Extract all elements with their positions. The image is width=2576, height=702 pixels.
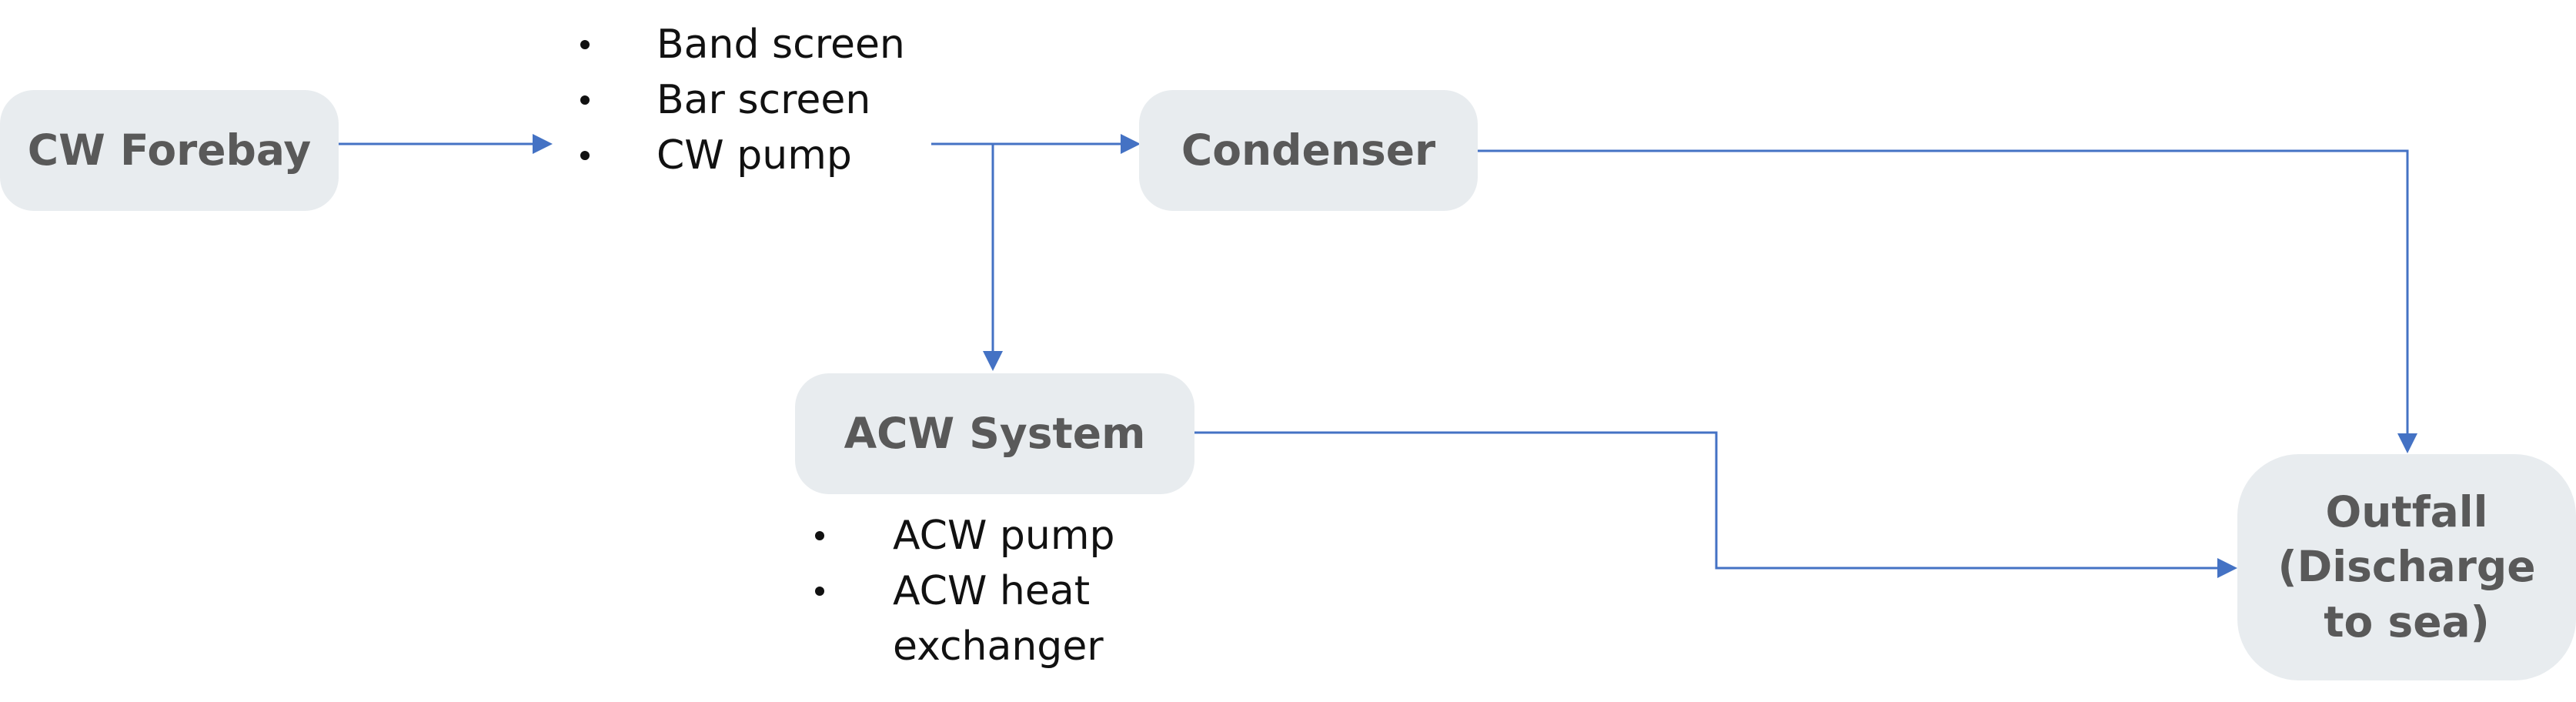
- arrowhead-acw-to-outfall: [2217, 558, 2237, 578]
- list-item-continuation: exchanger: [804, 619, 1128, 674]
- outfall-node: Outfall (Discharge to sea): [2237, 454, 2576, 680]
- arrowhead-screens-to-condenser: [1121, 134, 1141, 154]
- list-item: ACW pump: [804, 508, 1128, 563]
- bullet-dot: [815, 531, 824, 540]
- condenser-label: Condenser: [1181, 125, 1436, 176]
- outfall-label: Outfall (Discharge to sea): [2277, 485, 2535, 650]
- arrowhead-condenser-to-outfall: [2397, 433, 2417, 453]
- list-item-label: Bar screen: [657, 77, 871, 123]
- arrowhead-forebay-to-screens: [533, 134, 553, 154]
- bullet-dot: [815, 587, 824, 596]
- acw-equipment-list: ACW pump ACW heat exchanger: [804, 508, 1128, 674]
- list-item: ACW heat: [804, 563, 1128, 619]
- condenser-node: Condenser: [1139, 90, 1478, 211]
- list-item-label: exchanger: [893, 623, 1104, 670]
- outfall-label-line-2: (Discharge: [2277, 542, 2536, 592]
- acw-system-node: ACW System: [795, 373, 1194, 494]
- list-item-label: ACW heat: [893, 568, 1091, 614]
- cw-forebay-label: CW Forebay: [27, 125, 312, 176]
- outfall-label-line-3: to sea): [2324, 597, 2490, 647]
- bullet-dot: [580, 151, 590, 160]
- list-item-label: CW pump: [657, 132, 852, 179]
- bullet-dot: [580, 40, 590, 49]
- outfall-label-line-1: Outfall: [2325, 486, 2488, 537]
- list-item-label: Band screen: [657, 22, 905, 68]
- acw-system-label: ACW System: [844, 409, 1146, 459]
- list-item: CW pump: [570, 128, 939, 183]
- arrow-acw-to-outfall: [1194, 431, 2228, 570]
- list-item: Bar screen: [570, 72, 939, 128]
- arrow-condenser-to-outfall: [1478, 149, 2409, 443]
- bullet-dot: [580, 95, 590, 105]
- list-item: Band screen: [570, 17, 939, 72]
- screening-equipment-list: Band screen Bar screen CW pump: [570, 17, 939, 183]
- arrowhead-screens-to-acw: [983, 351, 1003, 371]
- cw-forebay-node: CW Forebay: [0, 90, 339, 211]
- list-item-label: ACW pump: [893, 513, 1115, 559]
